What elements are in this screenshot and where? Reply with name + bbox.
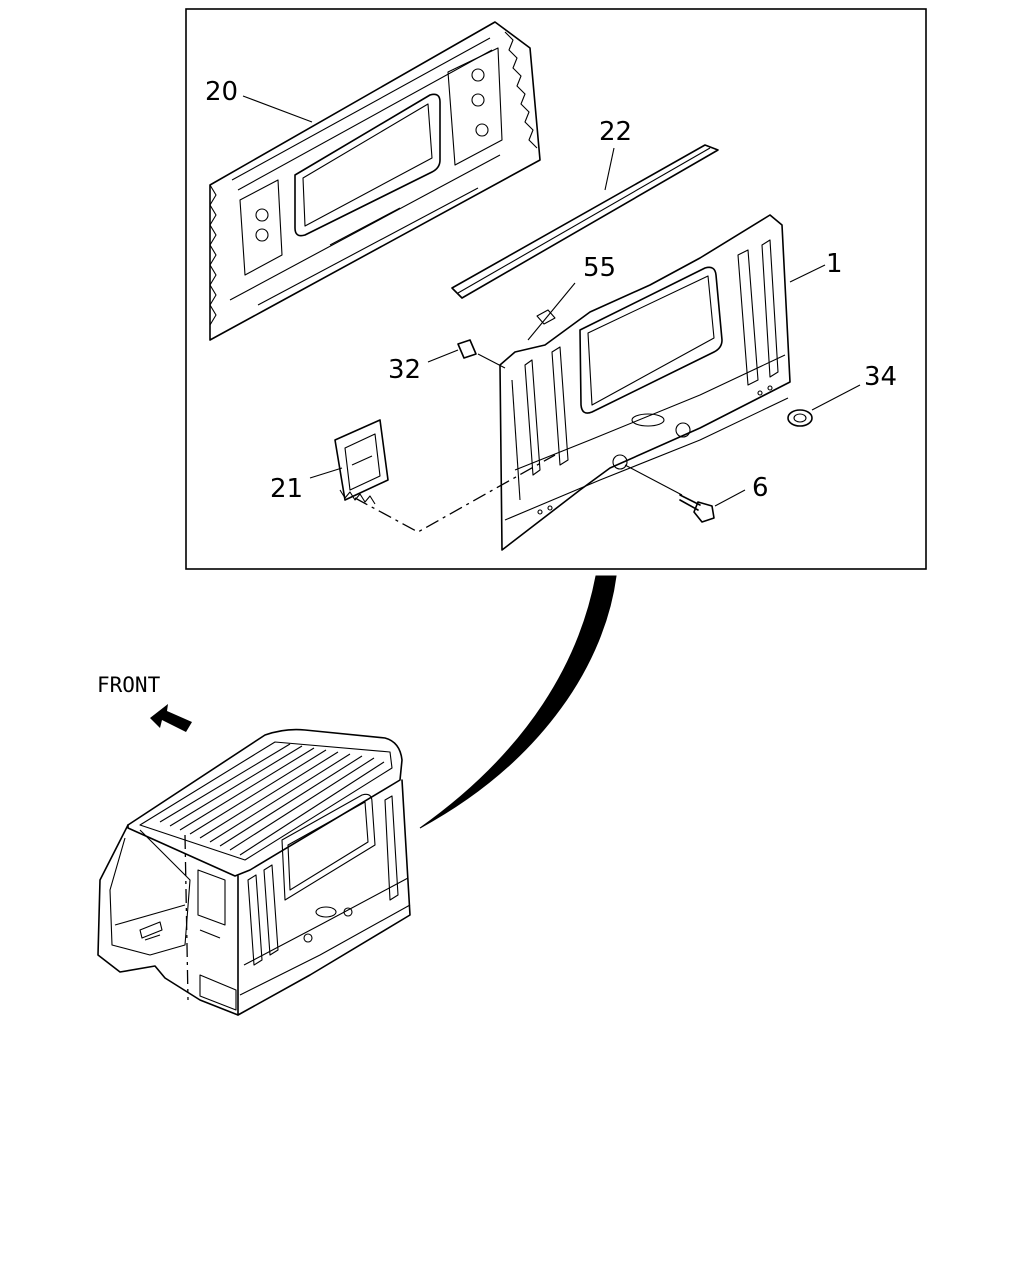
- part-21-bracket: [334, 419, 389, 505]
- front-label: FRONT: [97, 673, 161, 697]
- part-6-bolt: [679, 494, 715, 523]
- leader-lines: [242, 95, 861, 507]
- detail-frame: [185, 8, 927, 570]
- callout-1: 1: [826, 249, 843, 279]
- callout-22: 22: [599, 117, 632, 147]
- part-32-pad: [457, 339, 477, 359]
- part-20-back-panel: [209, 21, 541, 341]
- part-34-grommet: [787, 409, 813, 427]
- front-arrow-icon: [150, 704, 192, 732]
- cab-overview: [97, 728, 411, 1016]
- detail-connector-swoosh: [419, 575, 617, 829]
- callout-32: 32: [388, 355, 421, 385]
- callout-20: 20: [205, 77, 238, 107]
- part-1-inner-panel: [499, 214, 791, 551]
- callout-34: 34: [864, 362, 897, 392]
- callout-21: 21: [270, 474, 303, 504]
- callout-55: 55: [583, 253, 616, 283]
- part-55-clip: [536, 309, 556, 325]
- callout-6: 6: [752, 473, 769, 503]
- part-22-trim-strip: [451, 144, 719, 299]
